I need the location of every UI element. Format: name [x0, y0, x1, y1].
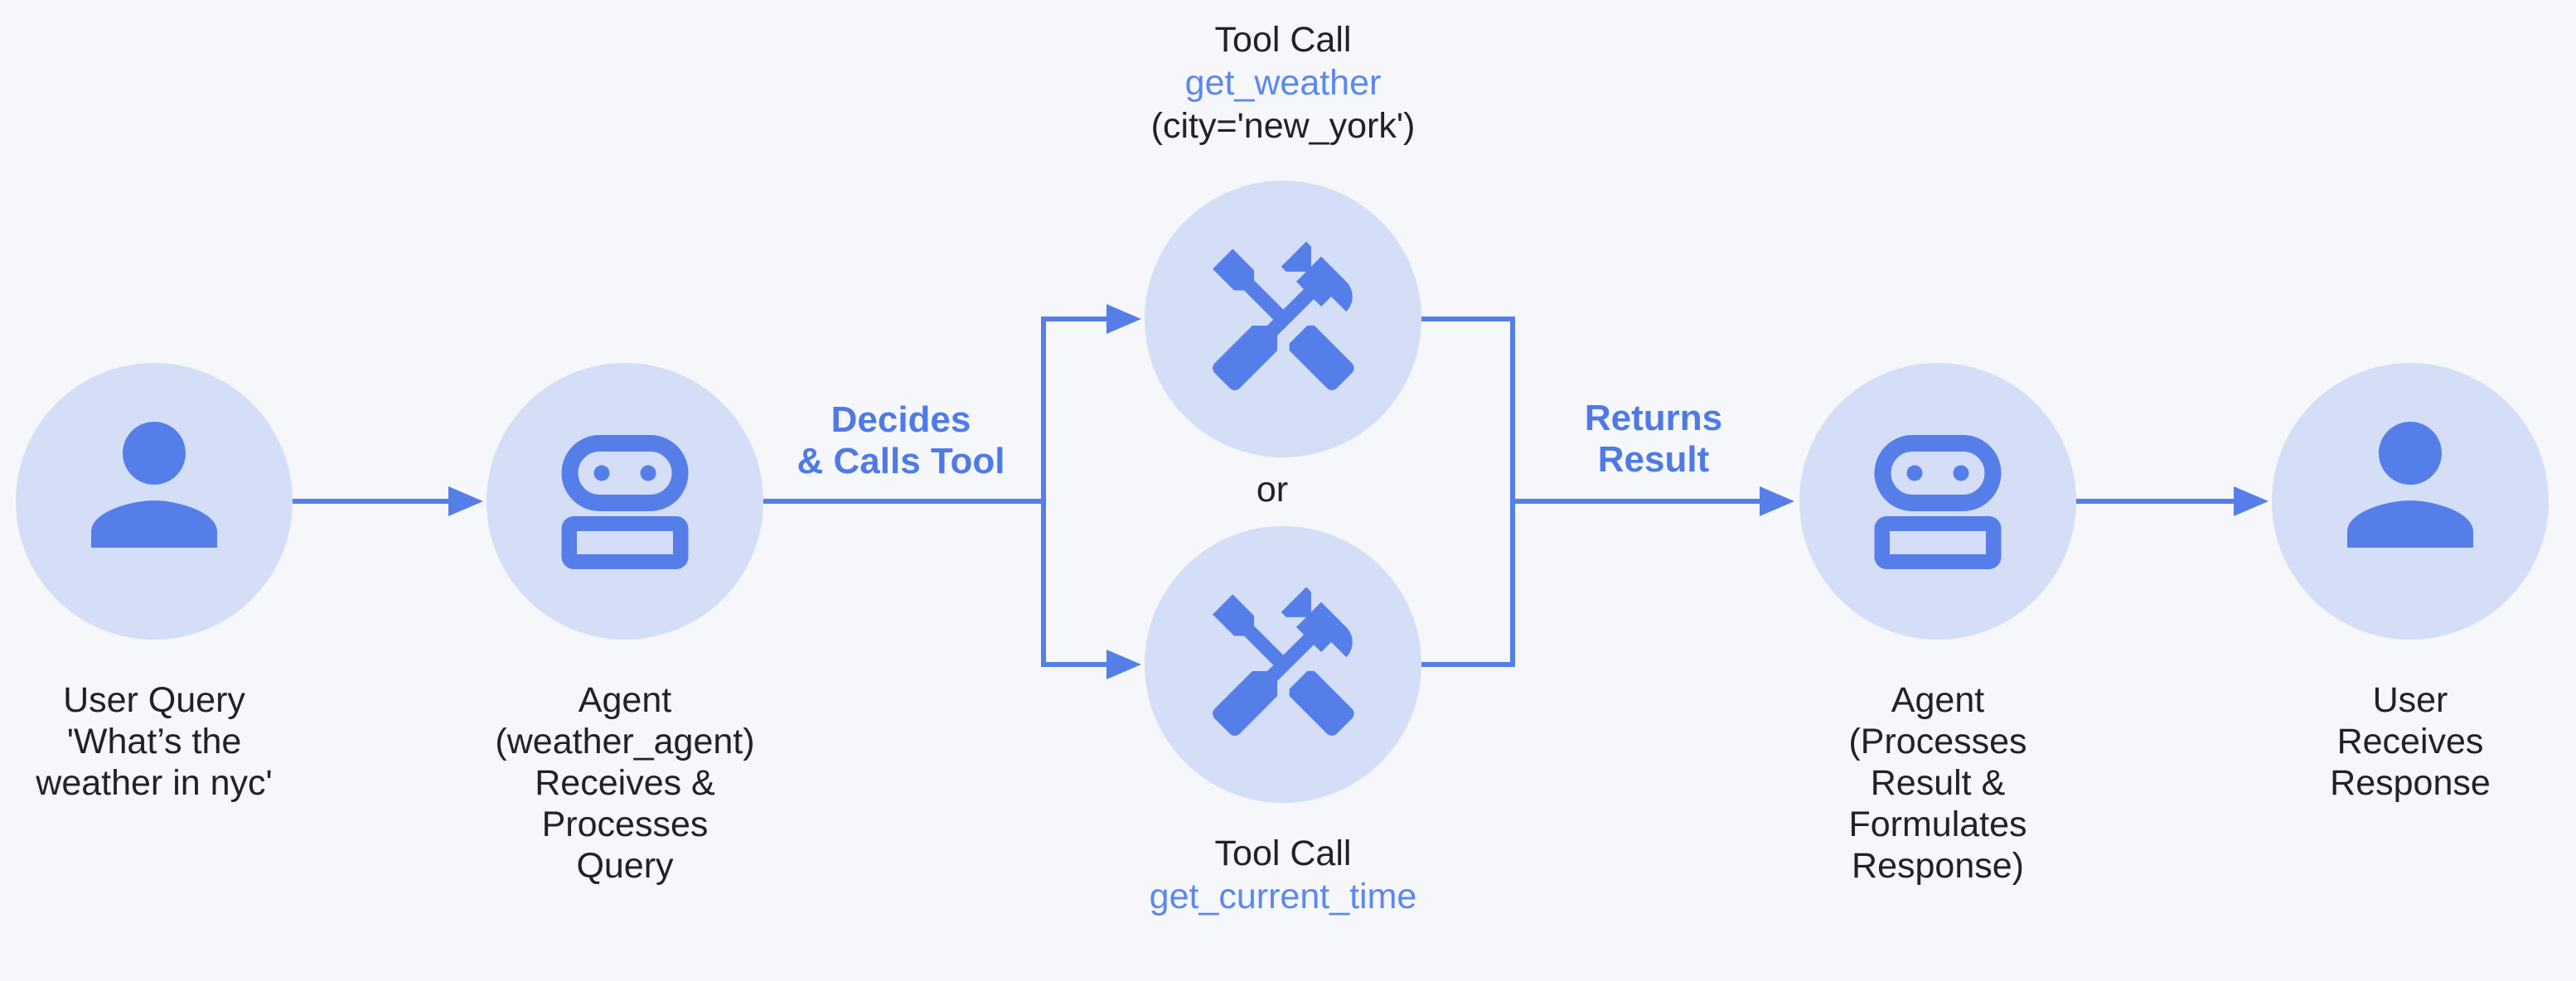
robot-icon [561, 435, 689, 569]
arrow-agent-to-user [2076, 486, 2269, 516]
arrow-split-to-tool-top [1041, 304, 1141, 334]
agent-respond-label: Agent (Processes Result & Formulates Res… [1848, 680, 2027, 886]
person-icon [2347, 422, 2473, 548]
node-user-query [16, 363, 293, 640]
user-response-label: User Receives Response [2330, 680, 2491, 803]
node-agent-respond [1799, 363, 2076, 640]
handyman-icon [1212, 241, 1354, 390]
agent-receive-label: Agent (weather_agent) Receives & Process… [495, 680, 755, 886]
returns-result-label: Returns Result [1584, 398, 1723, 480]
tool-top-title: Tool Call [1214, 20, 1352, 60]
arrow-user-to-agent [293, 486, 483, 516]
tool-top-args: (city='new_york') [1150, 106, 1416, 146]
node-agent-receive [487, 363, 763, 640]
node-tool-get-current-time [1145, 526, 1421, 803]
node-tool-get-weather [1145, 181, 1421, 457]
edge-tools-merge [1421, 317, 1515, 667]
tool-bottom-name: get_current_time [1149, 877, 1417, 916]
decides-calls-tool-label: Decides & Calls Tool [797, 399, 1005, 481]
or-label: or [1256, 470, 1289, 510]
arrow-split-to-tool-bottom [1041, 650, 1141, 679]
user-query-label: User Query 'What’s the weather in nyc' [36, 680, 273, 803]
person-icon [91, 422, 217, 548]
robot-icon [1874, 435, 2002, 569]
handyman-icon [1212, 587, 1354, 736]
tool-bottom-title: Tool Call [1214, 834, 1352, 873]
node-user-response [2272, 363, 2549, 640]
edge-agent-to-split [763, 319, 1046, 664]
tool-top-name: get_weather [1184, 63, 1382, 103]
arrow-merge-to-agent [1513, 486, 1794, 516]
